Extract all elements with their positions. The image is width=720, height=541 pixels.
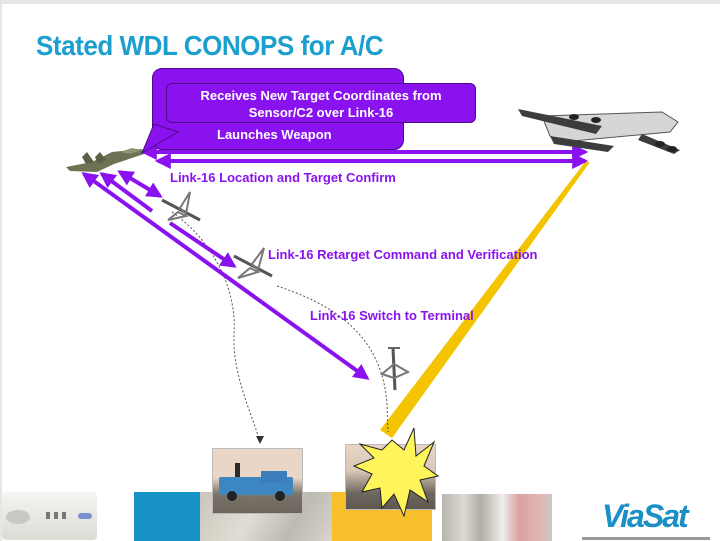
sensor-beam xyxy=(380,162,590,438)
technical-vehicle-photo xyxy=(212,448,303,514)
slide: Stated WDL CONOPS for A/C ViaSat xyxy=(2,4,720,541)
link-label-retarget: Link-16 Retarget Command and Verificatio… xyxy=(268,247,538,262)
link-label-switch-terminal: Link-16 Switch to Terminal xyxy=(310,308,474,323)
conops-diagram xyxy=(66,109,680,518)
target-coordinates-callout: Receives New Target Coordinates from Sen… xyxy=(166,83,476,123)
fighter-jet-icon xyxy=(66,148,144,172)
viasat-logo: ViaSat xyxy=(602,498,689,534)
link-arrow-switch-terminal xyxy=(81,172,370,380)
page-title: Stated WDL CONOPS for A/C xyxy=(36,30,384,61)
trajectory-2 xyxy=(276,285,389,433)
modem-device-image xyxy=(2,492,97,540)
logo-underline xyxy=(582,537,710,540)
link-label-location-confirm: Link-16 Location and Target Confirm xyxy=(170,170,396,185)
awacs-aircraft-icon xyxy=(518,109,680,154)
missile-icon-3 xyxy=(379,347,411,391)
explosion-icon xyxy=(352,427,440,518)
trajectory-arrowhead xyxy=(256,436,264,444)
launch-weapon-text: Launches Weapon xyxy=(217,127,332,142)
callout-pointer xyxy=(140,123,180,155)
blue-block xyxy=(134,492,200,541)
missile-icon-2 xyxy=(233,247,273,279)
missile-icon xyxy=(161,191,201,222)
equipment-rack-photo xyxy=(442,494,552,541)
